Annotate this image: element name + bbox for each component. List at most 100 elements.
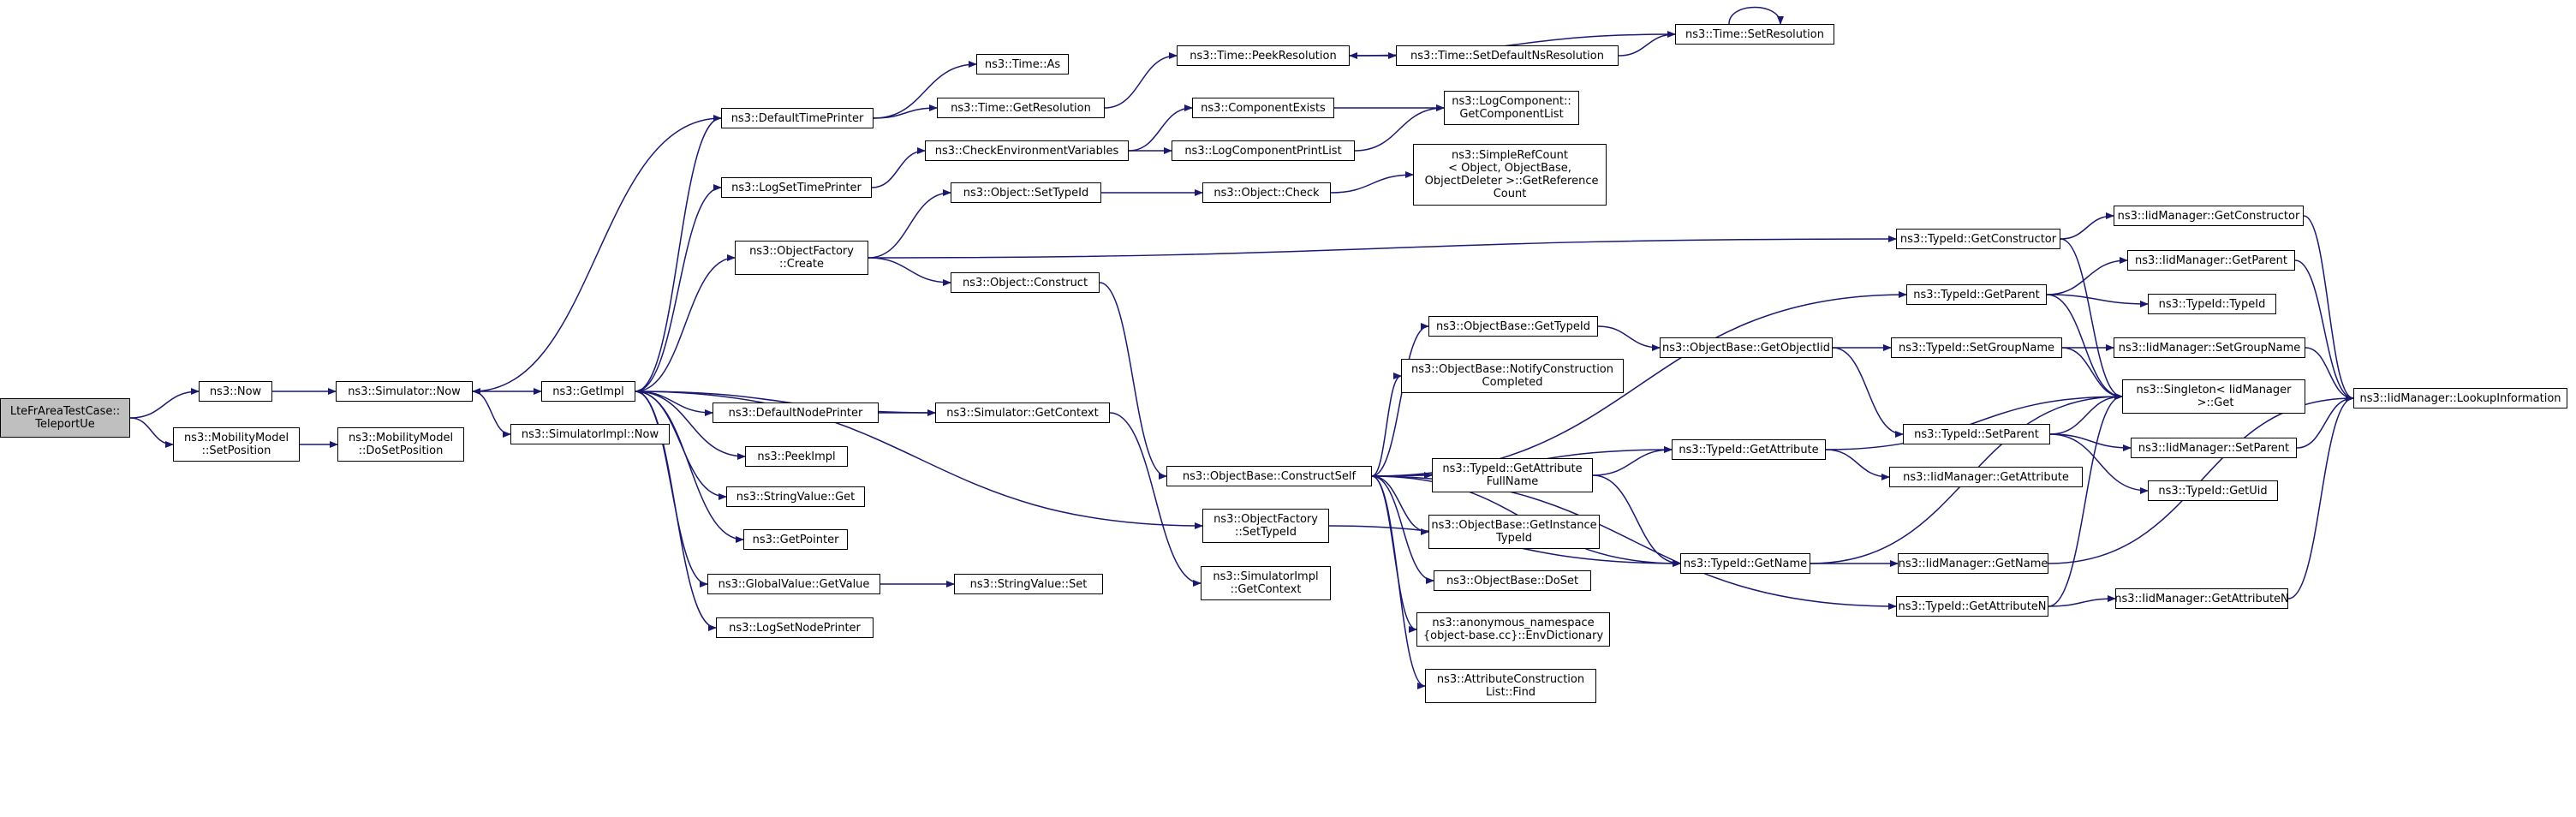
edge-obconstructself-to-obgettypeid (1371, 323, 1429, 477)
node-obgetinst[interactable]: ns3::ObjectBase::GetInstance TypeId (1428, 515, 1600, 549)
node-simnow[interactable]: ns3::Simulator::Now (336, 381, 473, 402)
node-ofsettypeid[interactable]: ns3::ObjectFactory ::SetTypeId (1202, 509, 1329, 543)
node-timesetres[interactable]: ns3::Time::SetResolution (1675, 24, 1834, 45)
node-tidgetname[interactable]: ns3::TypeId::GetName (1680, 553, 1810, 574)
node-peekimpl[interactable]: ns3::PeekImpl (745, 446, 848, 467)
edge-getimpl-to-logsettime (635, 184, 722, 392)
edge-logsettime-to-checkenv (871, 147, 926, 188)
edge-getimpl-to-ofsettypeid (635, 391, 1203, 529)
edge-checkenv-to-compexists (1128, 104, 1193, 152)
edge-getimpl-to-logsetnode (635, 391, 717, 631)
node-simimplnow[interactable]: ns3::SimulatorImpl::Now (510, 424, 670, 444)
node-iidsetparent[interactable]: ns3::IidManager::SetParent (2131, 438, 2297, 458)
edge-timegetres-to-peekres (1104, 52, 1178, 109)
edge-simgetctx-to-simimplgetctx (1109, 412, 1202, 587)
edge-tidgetparent-to-tidtypeid (2046, 294, 2149, 307)
node-tidgetattr[interactable]: ns3::TypeId::GetAttribute (1672, 439, 1826, 460)
edge-tidgetattrfull-to-tidgetattr (1592, 446, 1673, 476)
node-timeas[interactable]: ns3::Time::As (976, 54, 1069, 75)
edge-tidgetattr-to-singleton (1825, 393, 2123, 450)
node-logsetnode[interactable]: ns3::LogSetNodePrinter (716, 617, 874, 638)
node-logcomplist[interactable]: ns3::LogComponent:: GetComponentList (1444, 91, 1579, 125)
edge-getimpl-to-peekimpl (635, 391, 746, 460)
node-obgettypeid[interactable]: ns3::ObjectBase::GetTypeId (1428, 316, 1598, 337)
node-obnotify[interactable]: ns3::ObjectBase::NotifyConstruction Comp… (1401, 359, 1624, 393)
edge-tidgetattrn-to-iidgetattrn (2048, 595, 2116, 607)
node-ofcreate[interactable]: ns3::ObjectFactory ::Create (735, 241, 868, 275)
node-iidlookup[interactable]: ns3::IidManager::LookupInformation (2353, 388, 2567, 408)
node-tidgetattrfull[interactable]: ns3::TypeId::GetAttribute FullName (1432, 458, 1593, 492)
node-iidgetparent[interactable]: ns3::IidManager::GetParent (2127, 250, 2295, 271)
node-singleton[interactable]: ns3::Singleton< IidManager >::Get (2122, 379, 2305, 414)
edge-objcheck-to-simplerefcount (1330, 171, 1414, 194)
node-setpos[interactable]: ns3::MobilityModel ::SetPosition (173, 427, 300, 462)
node-obdoset[interactable]: ns3::ObjectBase::DoSet (1434, 570, 1591, 591)
node-getimpl[interactable]: ns3::GetImpl (541, 381, 635, 402)
node-now[interactable]: ns3::Now (199, 381, 272, 402)
node-simimplgetctx[interactable]: ns3::SimulatorImpl ::GetContext (1201, 566, 1331, 600)
edge-obconstructself-to-attrconstr (1371, 475, 1426, 689)
node-defnodeprinter[interactable]: ns3::DefaultNodePrinter (713, 403, 879, 423)
node-envdict[interactable]: ns3::anonymous_namespace {object-base.cc… (1416, 612, 1610, 647)
node-tidsetparent[interactable]: ns3::TypeId::SetParent (1903, 424, 2050, 444)
node-iidgetconstr[interactable]: ns3::IidManager::GetConstructor (2114, 206, 2304, 226)
node-deftimeprinter[interactable]: ns3::DefaultTimePrinter (721, 108, 874, 128)
node-logcompprint[interactable]: ns3::LogComponentPrintList (1172, 140, 1355, 161)
node-simplerefcount[interactable]: ns3::SimpleRefCount < Object, ObjectBase… (1413, 144, 1607, 206)
node-tidgetparent[interactable]: ns3::TypeId::GetParent (1906, 284, 2047, 305)
node-peekres[interactable]: ns3::Time::PeekResolution (1177, 45, 1350, 66)
edge-logcompprint-to-logcomplist (1354, 104, 1445, 152)
node-logsettime[interactable]: ns3::LogSetTimePrinter (721, 177, 872, 198)
node-tidsetgroup[interactable]: ns3::TypeId::SetGroupName (1891, 337, 2062, 358)
edge-getimpl-to-deftimeprinter (635, 115, 722, 392)
edge-tidsetparent-to-singleton (2049, 393, 2123, 435)
node-root: LteFrAreaTestCase:: TeleportUe (0, 398, 130, 438)
node-gvgetvalue[interactable]: ns3::GlobalValue::GetValue (707, 574, 880, 594)
node-objcheck[interactable]: ns3::Object::Check (1202, 182, 1331, 203)
node-compexists[interactable]: ns3::ComponentExists (1192, 98, 1334, 118)
edge-deftimeprinter-to-timeas (873, 61, 977, 119)
edge-tidgetattr-to-iidgetattr (1825, 449, 1890, 480)
node-setdefres[interactable]: ns3::Time::SetDefaultNsResolution (1396, 45, 1619, 66)
edge-getimpl-to-ofcreate (635, 254, 736, 392)
node-iidgetattr[interactable]: ns3::IidManager::GetAttribute (1889, 467, 2083, 487)
node-tidgetconstr[interactable]: ns3::TypeId::GetConstructor (1896, 229, 2060, 249)
node-objconstruct[interactable]: ns3::Object::Construct (951, 272, 1100, 293)
node-objsettypeid[interactable]: ns3::Object::SetTypeId (951, 182, 1101, 203)
node-checkenv[interactable]: ns3::CheckEnvironmentVariables (925, 140, 1129, 161)
edge-tidgetparent-to-singleton (2046, 294, 2123, 400)
edge-tidsetparent-to-iidsetparent (2049, 433, 2132, 451)
edge-obgettypeid-to-obgetobjiid (1597, 325, 1661, 351)
edge-ofcreate-to-tidgetconstr (868, 236, 1897, 259)
node-timegetres[interactable]: ns3::Time::GetResolution (937, 98, 1105, 118)
edge-iidgetconstr-to-iidlookup (2303, 215, 2354, 402)
node-iidgetname[interactable]: ns3::IidManager::GetName (1898, 553, 2048, 574)
edge-tidsetgroup-to-singleton (2061, 347, 2123, 400)
edge-objconstruct-to-obconstructself (1099, 282, 1167, 480)
node-tidgetuid[interactable]: ns3::TypeId::GetUid (2148, 480, 2278, 501)
node-simgetctx[interactable]: ns3::Simulator::GetContext (935, 403, 1110, 423)
edge-deftimeprinter-to-timegetres (873, 104, 938, 119)
edge-iidgetparent-to-iidlookup (2294, 259, 2354, 402)
edge-iidsetparent-to-iidlookup (2296, 395, 2354, 449)
node-tidgetattrn[interactable]: ns3::TypeId::GetAttributeN (1896, 596, 2048, 617)
node-attrconstr[interactable]: ns3::AttributeConstruction List::Find (1425, 669, 1596, 703)
node-getpointer[interactable]: ns3::GetPointer (743, 529, 848, 550)
edge-deftimeprinter-to-simnow (472, 117, 722, 395)
edge-tidsetparent-to-tidgetuid (2049, 433, 2149, 494)
edge-root-to-now (129, 388, 200, 419)
edge-getimpl-to-getpointer (635, 391, 744, 543)
node-strvalset[interactable]: ns3::StringValue::Set (954, 574, 1103, 594)
node-obgetobjiid[interactable]: ns3::ObjectBase::GetObjectIid (1660, 337, 1833, 358)
edge-root-to-setpos (129, 417, 174, 448)
edge-timesetres-to-timesetres (1728, 6, 1784, 25)
edge-tidgetattrn-to-singleton (2048, 393, 2123, 607)
node-iidsetgroup[interactable]: ns3::IidManager::SetGroupName (2114, 337, 2305, 358)
node-obconstructself[interactable]: ns3::ObjectBase::ConstructSelf (1166, 466, 1372, 486)
node-tidtypeid[interactable]: ns3::TypeId::TypeId (2148, 294, 2276, 314)
edge-simgetctx-to-getimpl (635, 388, 936, 414)
node-strvalget[interactable]: ns3::StringValue::Get (726, 486, 865, 507)
node-dosetpos[interactable]: ns3::MobilityModel ::DoSetPosition (337, 427, 464, 462)
node-iidgetattrn[interactable]: ns3::IidManager::GetAttributeN (2114, 588, 2289, 609)
